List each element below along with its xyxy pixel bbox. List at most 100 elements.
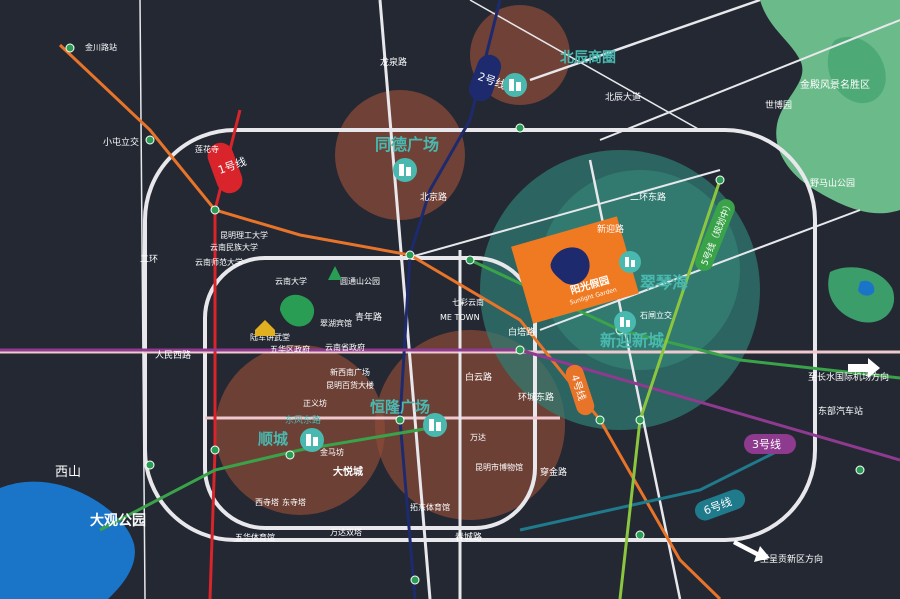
ne-road <box>599 19 900 141</box>
road-label-qingnian: 青年路 <box>355 311 382 323</box>
road-label-dayuan: 龙泉路 <box>380 56 407 68</box>
small-hill <box>828 267 895 323</box>
landmark-museum: 昆明市博物馆 <box>475 462 523 472</box>
landmark-kunming-tech: 昆明理工大学 <box>220 230 268 240</box>
road-label-huancheng: 环城东路 <box>518 391 554 403</box>
metro-badge-line2-bg <box>468 54 502 102</box>
station-jinchuan[interactable] <box>65 43 75 53</box>
station-south[interactable] <box>410 575 420 585</box>
metro-line-6 <box>519 448 781 532</box>
station-beichen[interactable] <box>515 123 525 133</box>
landmark-lujun: 陆军讲武堂 <box>250 332 290 342</box>
label-xinyingxincheng: 新迎新城 <box>600 331 664 350</box>
metro-badge-line3-bg <box>744 434 796 454</box>
road-label-baita: 白塔路 <box>508 326 535 338</box>
metro-badge-line3-text: 3号线 <box>752 437 781 451</box>
label-xishan: 西山 <box>55 465 81 480</box>
second-ring-road <box>143 128 817 542</box>
district-shuncheng <box>215 345 385 515</box>
road-label-second-ring-east: 二环东路 <box>630 191 666 203</box>
station-jinxing[interactable] <box>635 415 645 425</box>
cuihu-park-badge <box>280 294 315 327</box>
chenggong-arrow-icon <box>733 540 770 562</box>
station-beijing-road[interactable] <box>405 250 415 260</box>
metro-badge-line1-bg <box>207 142 243 194</box>
road-label-dongsan: 新迎路 <box>597 223 624 235</box>
road-label-baiyun: 白云路 <box>465 371 492 383</box>
building-icon-hengcheng <box>423 413 447 437</box>
landmark-jinchuan: 金川路站 <box>85 42 117 52</box>
direction-chenggong: 至呈贡新区方向 <box>760 553 823 565</box>
road-label-dongfeng: 东风东路 <box>285 414 321 426</box>
road-label-renmin: 人民西路 <box>155 349 191 361</box>
metro-line-2 <box>398 0 502 599</box>
airport-icon <box>848 358 880 378</box>
north-diagonal-road <box>469 0 701 131</box>
station-east[interactable] <box>855 465 865 475</box>
building-icon-cuiqinhai <box>619 251 641 273</box>
landmark-yunnan-gov: 云南省政府 <box>325 342 365 352</box>
landmark-shibo: 世博园 <box>765 99 792 111</box>
station-chuanjin[interactable] <box>595 415 605 425</box>
landmark-jinding: 金殿风景名胜区 <box>800 78 870 91</box>
yuantong-icon <box>328 266 342 280</box>
station-west[interactable] <box>145 460 155 470</box>
landmark-yunnan-univ: 云南大学 <box>275 276 307 286</box>
building-icon-beichen <box>503 73 527 97</box>
label-beichen: 北辰商圈 <box>560 49 616 66</box>
landmark-yunnan-normal: 云南师范大学 <box>195 257 243 267</box>
landmark-dayuecheng: 大悦城 <box>333 465 363 478</box>
landmark-wanda2: 万达 <box>470 432 486 442</box>
label-shuncheng: 顺城 <box>258 430 288 448</box>
station-dongfeng[interactable] <box>395 415 405 425</box>
landmark-yuantong: 圆通山公园 <box>340 276 380 286</box>
station-east-ring[interactable] <box>465 255 475 265</box>
landmark-kunming-dept: 昆明百货大楼 <box>326 380 374 390</box>
label-cuiqinhai: 翠琴海 <box>640 273 688 292</box>
road-label-chunyu: 春城路 <box>455 531 482 543</box>
landmark-jinma: 金马坊 <box>320 447 344 457</box>
road-label-second-ring-west: 二环 <box>140 254 158 265</box>
landmark-wanda: 万达双塔 <box>330 527 362 537</box>
direction-airport: 至长水国际机场方向 <box>808 371 889 383</box>
landmark-dongsi: 东寺塔 <box>282 497 306 507</box>
station-south-east[interactable] <box>635 530 645 540</box>
station-baita[interactable] <box>515 345 525 355</box>
landmark-lianhua: 莲花寺 <box>195 144 219 154</box>
landmark-zhengyi: 正义坊 <box>303 398 327 408</box>
east-road <box>539 209 861 331</box>
dianchi-lake <box>0 481 135 599</box>
landmark-yema: 野马山公园 <box>810 178 855 189</box>
landmark-yunnan-nationality: 云南民族大学 <box>210 242 258 252</box>
building-icon-shuncheng <box>300 428 324 452</box>
district-inner-ring <box>540 170 740 370</box>
station-kunming-tech[interactable] <box>210 205 220 215</box>
beijing-road <box>378 0 432 599</box>
landmark-wuhua: 五华区政府 <box>270 344 310 354</box>
west-road <box>139 0 146 599</box>
north-road <box>529 0 761 82</box>
station-xichang[interactable] <box>210 445 220 455</box>
building-icon-tongde <box>393 158 417 182</box>
road-label-beijing: 北京路 <box>420 191 447 203</box>
station-jinma[interactable] <box>285 450 295 460</box>
station-north-east[interactable] <box>715 175 725 185</box>
metro-badge-line3: 3号线 <box>744 434 796 454</box>
metro-badge-line4-bg <box>565 364 595 416</box>
metro-badge-line6: 6号线 <box>694 489 746 521</box>
label-daguan: 大观公园 <box>90 512 146 529</box>
pond-icon <box>858 280 875 296</box>
direction-east-bus: 东部汽车站 <box>818 405 863 417</box>
landmark-xinhua-square: 新西南广场 <box>330 367 370 377</box>
building-icon-xinying <box>614 311 636 333</box>
cross-road <box>399 169 721 261</box>
project-block[interactable]: 阳光假园 Sunlight Garden <box>511 216 639 324</box>
landmark-qicai: 七彩云南 <box>452 297 484 307</box>
road-label-north-avenue: 北辰大道 <box>605 91 641 103</box>
station-xiaotun[interactable] <box>145 135 155 145</box>
metro-badge-line5-bg <box>695 199 735 271</box>
mountain-ridge <box>827 36 886 104</box>
first-ring-road <box>203 256 537 530</box>
